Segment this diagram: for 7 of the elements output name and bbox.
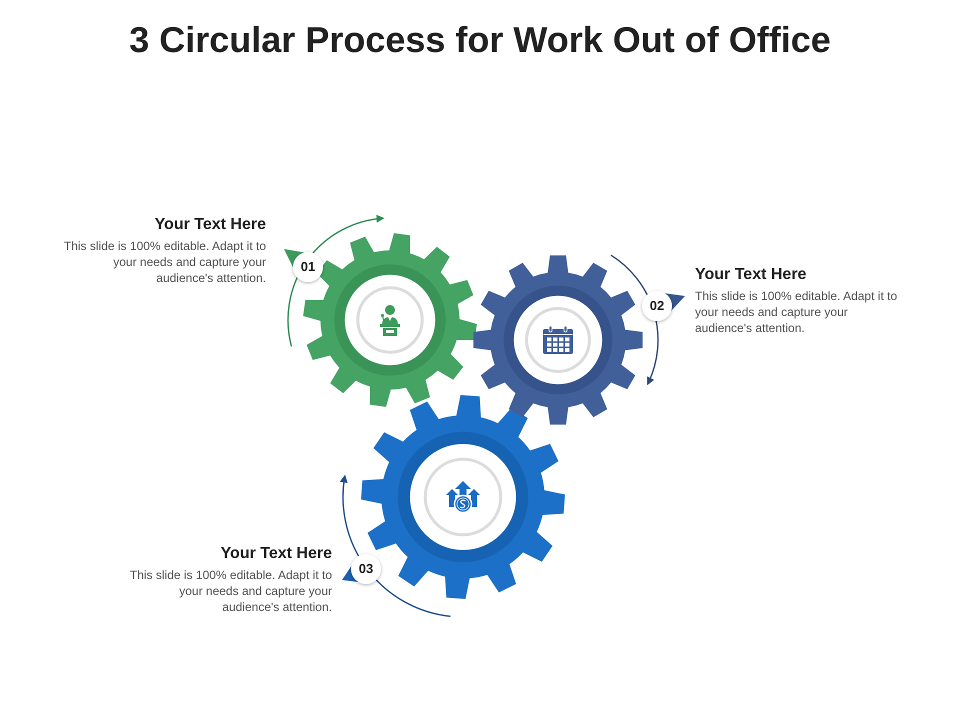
step-heading: Your Text Here [220, 544, 332, 564]
title: 3 Circular Process for Work Out of Office [129, 18, 831, 62]
step-description: This slide is 100% editable. Adapt it to your needs and capture your audience's attention. [62, 238, 266, 286]
step-heading: Your Text Here [154, 215, 266, 235]
step-description: This slide is 100% editable. Adapt it to your needs and capture your audience's attention. [128, 567, 332, 615]
step-heading: Your Text Here [695, 265, 806, 285]
step-description: This slide is 100% editable. Adapt it to your needs and capture your audience's attention. [695, 288, 898, 336]
